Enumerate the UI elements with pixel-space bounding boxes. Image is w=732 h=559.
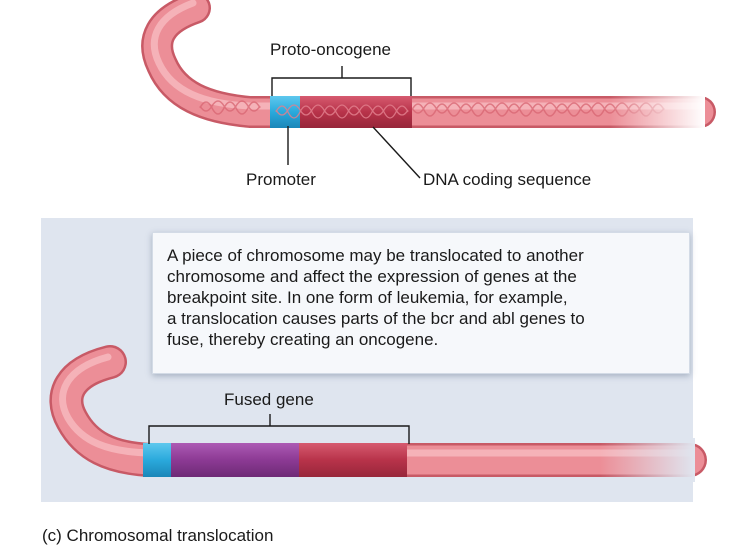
top-chromosome — [141, 0, 716, 130]
info-text-line: chromosome and affect the expression of … — [167, 267, 577, 286]
info-text-line: A piece of chromosome may be translocate… — [167, 246, 584, 265]
proto-oncogene-label: Proto-oncogene — [270, 40, 391, 59]
fused-gene-bracket — [148, 414, 410, 444]
bottom-chromosome — [49, 345, 707, 482]
proto-oncogene-bracket — [271, 66, 412, 96]
promoter-segment — [270, 96, 300, 128]
info-text-line: fuse, thereby creating an oncogene. — [167, 330, 439, 349]
fused-promoter-segment — [143, 443, 171, 477]
coding-sequence-segment — [300, 96, 412, 128]
fused-bcr-segment — [171, 443, 299, 477]
info-text-line: breakpoint site. In one form of leukemia… — [167, 288, 568, 307]
info-text-box: A piece of chromosome may be translocate… — [152, 232, 690, 374]
fused-gene-label: Fused gene — [224, 390, 314, 409]
info-text-line: a translocation causes parts of the bcr … — [167, 309, 585, 328]
dna-coding-sequence-label: DNA coding sequence — [423, 170, 592, 189]
coding-sequence-leader — [372, 126, 421, 179]
fused-abl-segment — [299, 443, 407, 477]
promoter-label: Promoter — [246, 170, 316, 189]
figure-caption: (c) Chromosomal translocation — [42, 526, 274, 545]
